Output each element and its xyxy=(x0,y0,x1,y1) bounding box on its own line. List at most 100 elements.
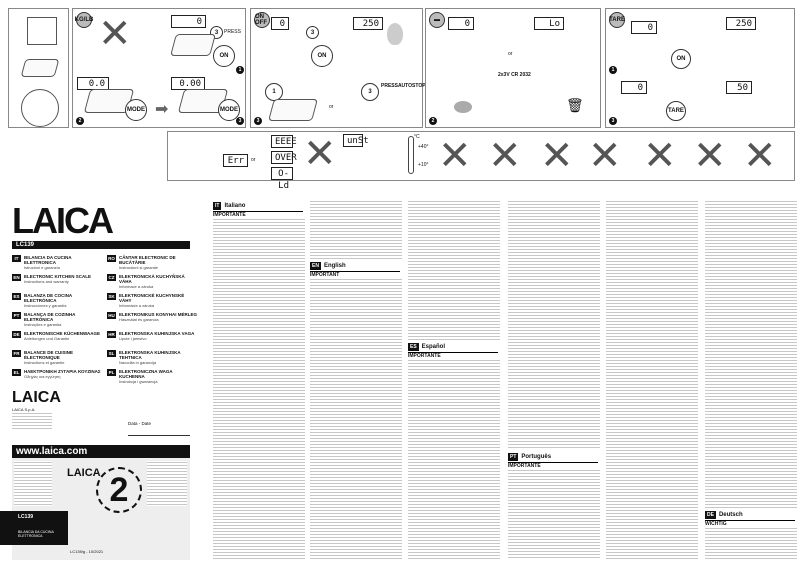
language-code: FR xyxy=(12,350,21,357)
language-code: PL xyxy=(107,369,116,376)
text-block xyxy=(310,278,402,560)
tare-panel: TARE 0 ON 250 0 TARE 50 1 3 xyxy=(605,8,795,128)
thermometer-icon xyxy=(408,136,414,174)
no-cross-icon: ✕ xyxy=(588,134,622,178)
over-display: OVER xyxy=(271,151,297,164)
timer-icon: 3 xyxy=(361,83,379,101)
display: 250 xyxy=(726,17,756,30)
language-title: ELEKTRONICKÉ KUCHYNSKÉ VÁHY xyxy=(119,293,185,303)
language-title: BILANCIA DA CUCINA ELETTRONICA xyxy=(24,255,72,265)
recycle-bin-icon: 🗑 xyxy=(566,97,584,113)
eeee-display: EEEE xyxy=(271,135,297,148)
no-cross-icon: ✕ xyxy=(643,134,677,178)
language-title: BALANCE DE CUISINE ÉLECTRONIQUE xyxy=(24,350,74,360)
laica-logo: LAICA xyxy=(12,200,114,241)
tare-button: TARE xyxy=(666,101,686,121)
language-code: DE xyxy=(12,331,21,338)
err-display: Err xyxy=(223,154,248,167)
on-off-button: ON OFF xyxy=(254,12,270,28)
language-code: HR xyxy=(107,331,116,338)
language-subtitle: Instruções e garantia xyxy=(24,322,62,327)
section-intro-es: IMPORTANTE xyxy=(408,353,441,359)
display: 0 xyxy=(171,15,206,28)
date-boxes xyxy=(128,428,190,436)
language-title: ELEKTRONISCHE KÜCHENWAAGE xyxy=(24,331,101,336)
on-button: ON xyxy=(213,45,235,67)
mode-button: MODE xyxy=(218,99,240,121)
language-code: EL xyxy=(12,369,21,376)
no-cross-icon: ✕ xyxy=(98,12,132,56)
tare-button: TARE xyxy=(609,12,625,28)
no-cross-icon: ✕ xyxy=(540,134,574,178)
language-code: EN xyxy=(12,274,21,281)
language-subtitle: Οδηγίες και εγγύηση xyxy=(24,374,61,379)
tab-model: LC139 xyxy=(18,514,34,520)
language-subtitle: Navodila in garancija xyxy=(119,360,157,365)
section-intro-it: IMPORTANTE xyxy=(213,212,246,218)
battery-panel: ▬ 0 Lo or 2x3V CR 2032 🗑 2 xyxy=(425,8,601,128)
language-code: CZ xyxy=(107,274,116,281)
on-button: ON xyxy=(311,45,333,67)
display: 250 xyxy=(353,17,383,30)
pressautostop-label: PRESSAUTOSTOP xyxy=(381,83,426,89)
pear-icon xyxy=(387,23,403,45)
language-title: ELEKTRONSKA KUHINJSKA VAGA xyxy=(119,331,195,336)
warranty-tab: LC139 BILANCIA DA CUCINA ELETTRONICA xyxy=(0,511,68,545)
language-code: ES xyxy=(12,293,21,300)
section-intro-pt: IMPORTANTE xyxy=(508,463,541,469)
language-code: SL xyxy=(107,350,116,357)
units-panel: KG/LB ✕ 0 3 PRESS ON 1 0.0 MODE ➡ 0.00 M… xyxy=(72,8,246,128)
step-number: 3 xyxy=(609,117,617,125)
unpack-panel xyxy=(8,8,69,128)
warranty-languages-left xyxy=(14,461,52,506)
warranty-languages-right xyxy=(147,461,187,506)
language-title: BALANÇA DE COZINHA ELETRÓNICA xyxy=(24,312,76,322)
no-cross-icon: ✕ xyxy=(438,134,472,178)
display: 0 xyxy=(448,17,474,30)
language-subtitle: Instrucțiuni și garanție xyxy=(119,265,158,270)
battery-icon: ▬ xyxy=(429,12,445,28)
text-block xyxy=(705,200,797,508)
weighing-panel: ON OFF 0 3 ON 250 1 or 3 PRESSAUTOSTOP 3 xyxy=(250,8,426,128)
model-bar: LC139 xyxy=(12,241,190,249)
language-code: RO xyxy=(107,255,116,262)
language-subtitle: Informace a záruka xyxy=(119,284,154,289)
text-block xyxy=(508,469,600,560)
or-label: or xyxy=(508,51,513,57)
warranty-logo: LAICA xyxy=(67,467,101,479)
display: 0 xyxy=(621,81,647,94)
overload-display: O-Ld xyxy=(271,167,293,191)
section-intro-de: WICHTIG xyxy=(705,521,727,527)
no-cross-icon: ✕ xyxy=(693,134,727,178)
text-block xyxy=(310,200,402,260)
website-bar: www.laica.com xyxy=(12,445,190,458)
battery-type: 2x3V CR 2032 xyxy=(498,72,531,78)
display: 0 xyxy=(271,17,289,30)
timer-icon: 3 xyxy=(306,26,319,39)
language-subtitle: Informácie a záruka xyxy=(119,303,155,308)
coin-battery-icon xyxy=(454,101,472,113)
display: 0.0 xyxy=(77,77,109,90)
language-title: ΗΛΕΚΤΡΟΝΙΚΗ ΖΥΓΑΡΙΑ ΚΟΥΖΙΝΑΣ xyxy=(24,369,101,374)
step-number: 2 xyxy=(76,117,84,125)
arrow-right-icon: ➡ xyxy=(155,101,169,118)
laica-logo-small: LAICA xyxy=(12,389,61,406)
warranty-footer: LC139/g - 10/2021 xyxy=(70,549,104,554)
language-code: SK xyxy=(107,293,116,300)
text-block xyxy=(508,200,600,450)
language-subtitle: Istruzioni e garanzia xyxy=(24,265,60,270)
mode-button: MODE xyxy=(125,99,147,121)
or-label: or xyxy=(251,157,256,163)
language-title: ELEKTRONSKA KUHINJSKA TEHTNICA xyxy=(119,350,181,360)
